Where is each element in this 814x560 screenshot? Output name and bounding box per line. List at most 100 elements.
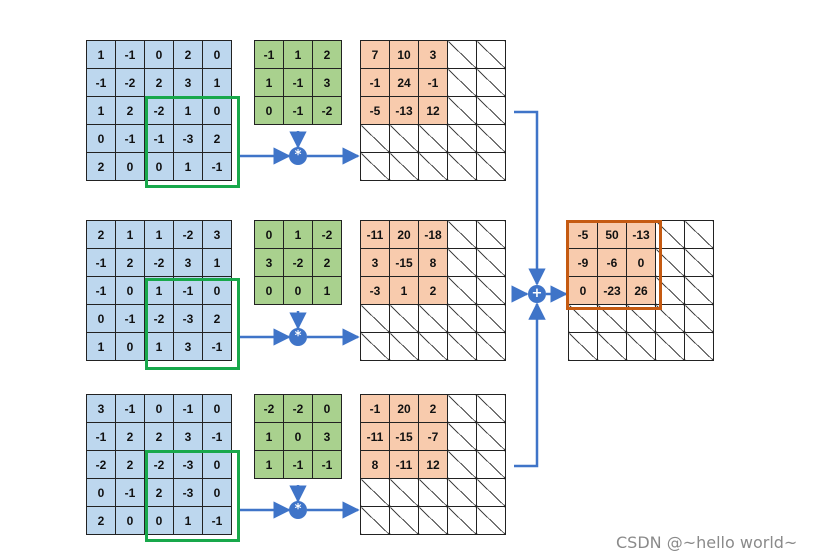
feature-cell-empty-cell xyxy=(360,506,390,535)
input-cell-cell: 0 xyxy=(202,394,232,423)
input-cell-cell: 1 xyxy=(86,40,116,69)
kernel-cell-cell: 0 xyxy=(254,96,284,125)
feature-cell-empty-cell xyxy=(447,304,477,333)
kernel-cell-cell: -2 xyxy=(312,220,342,249)
feature-cell-empty-cell xyxy=(476,220,506,249)
kernel-cell-cell: -1 xyxy=(283,96,313,125)
input-cell-cell: 0 xyxy=(202,96,232,125)
output-cell-empty-cell xyxy=(684,248,714,277)
feature-cell-cell: -1 xyxy=(360,68,390,97)
input-cell-cell: 0 xyxy=(202,478,232,507)
output-cell-empty-cell xyxy=(626,332,656,361)
input-cell-cell: 3 xyxy=(173,68,203,97)
output-cell-cell: -23 xyxy=(597,276,627,305)
feature-cell-empty-cell xyxy=(447,152,477,181)
kernel-cell-cell: 3 xyxy=(312,422,342,451)
input-cell-cell: 0 xyxy=(115,506,145,535)
input-cell-cell: 3 xyxy=(173,422,203,451)
feature-cell-empty-cell xyxy=(476,478,506,507)
feature-cell-empty-cell xyxy=(360,478,390,507)
input-cell-cell: 0 xyxy=(144,394,174,423)
input-cell-cell: 1 xyxy=(144,220,174,249)
feature-cell-cell: -11 xyxy=(360,220,390,249)
kernel-cell-cell: 1 xyxy=(254,68,284,97)
output-cell-empty-cell xyxy=(684,304,714,333)
feature-cell-cell: 12 xyxy=(418,450,448,479)
feature-cell-cell: 2 xyxy=(418,394,448,423)
input-cell-cell: -3 xyxy=(173,450,203,479)
feature-cell-empty-cell xyxy=(476,422,506,451)
feature-cell-cell: -15 xyxy=(389,248,419,277)
output-cell-empty-cell xyxy=(684,332,714,361)
output-cell-empty-cell xyxy=(684,276,714,305)
feature-cell-empty-cell xyxy=(360,124,390,153)
input-cell-cell: 0 xyxy=(115,276,145,305)
feature-cell-cell: 20 xyxy=(389,220,419,249)
input-cell-cell: 0 xyxy=(144,506,174,535)
input-cell-cell: 2 xyxy=(115,450,145,479)
kernel-cell-cell: 0 xyxy=(312,394,342,423)
input-cell-cell: 2 xyxy=(86,220,116,249)
feature-cell-cell: 3 xyxy=(418,40,448,69)
kernel-cell-cell: -1 xyxy=(312,450,342,479)
feature-cell-empty-cell xyxy=(476,152,506,181)
input-cell-cell: -1 xyxy=(202,422,232,451)
kernel-cell-cell: -2 xyxy=(312,96,342,125)
output-cell-empty-cell xyxy=(655,332,685,361)
feature-cell-empty-cell xyxy=(476,248,506,277)
input-cell-cell: -3 xyxy=(173,124,203,153)
feature-cell-empty-cell xyxy=(389,124,419,153)
kernel-cell-cell: -1 xyxy=(283,450,313,479)
kernel-cell-cell: -1 xyxy=(283,68,313,97)
input-cell-cell: -1 xyxy=(202,506,232,535)
input-cell-cell: -2 xyxy=(144,304,174,333)
input-cell-cell: -2 xyxy=(144,96,174,125)
feature-cell-empty-cell xyxy=(476,68,506,97)
output-cell-cell: 0 xyxy=(626,248,656,277)
input-cell-cell: 0 xyxy=(115,332,145,361)
kernel-cell-cell: 1 xyxy=(312,276,342,305)
feature-cell-cell: -7 xyxy=(418,422,448,451)
feature-cell-empty-cell xyxy=(447,124,477,153)
feature-cell-cell: 7 xyxy=(360,40,390,69)
feature-cell-empty-cell xyxy=(476,304,506,333)
input-cell-cell: 0 xyxy=(202,450,232,479)
kernel-cell-row: 1-1-1 xyxy=(254,450,342,479)
output-cell-empty-cell xyxy=(655,220,685,249)
feature-cell-empty-cell xyxy=(389,478,419,507)
feature-cell-cell: -5 xyxy=(360,96,390,125)
input-cell-cell: 2 xyxy=(115,422,145,451)
input-cell-cell: -1 xyxy=(86,422,116,451)
input-cell-cell: 0 xyxy=(115,152,145,181)
input-cell-cell: 1 xyxy=(202,68,232,97)
output-cell-row xyxy=(568,332,714,361)
kernel-cell-cell: -2 xyxy=(254,394,284,423)
feature-cell-row xyxy=(360,152,506,181)
sum-icon: + xyxy=(528,285,546,303)
output-cell-empty-cell xyxy=(684,220,714,249)
kernel-cell-cell: -2 xyxy=(283,394,313,423)
feature-cell-empty-cell xyxy=(447,506,477,535)
feature-cell-empty-cell xyxy=(418,304,448,333)
feature-cell-empty-cell xyxy=(360,304,390,333)
input-cell-cell: -1 xyxy=(115,40,145,69)
output-cell-cell: 26 xyxy=(626,276,656,305)
feature-cell-empty-cell xyxy=(418,152,448,181)
input-cell-cell: 1 xyxy=(86,332,116,361)
input-cell-cell: 1 xyxy=(86,96,116,125)
